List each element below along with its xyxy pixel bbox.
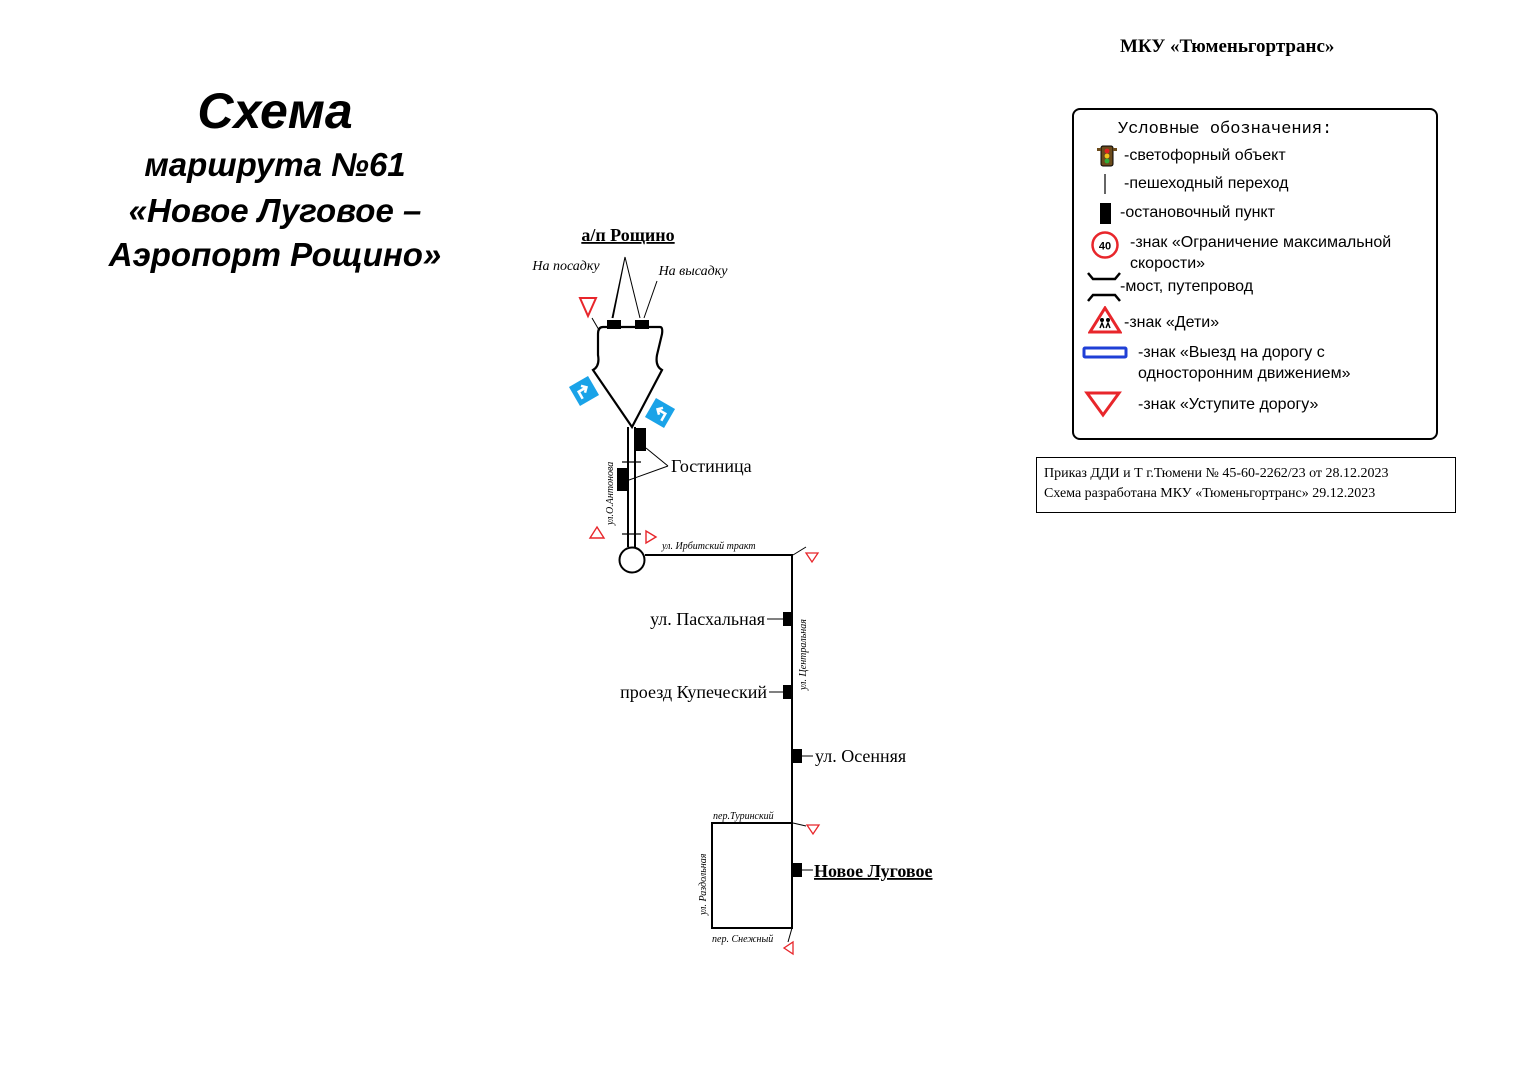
bus-stop-paskhalnaya [783, 612, 792, 626]
legend-box: Условные обозначения: -светофорный объек… [1072, 108, 1438, 440]
give-way-sign-irbitsky [804, 552, 820, 564]
give-way-sign-snezhny [782, 940, 794, 956]
legend-item-speed-limit: -знак «Ограничение максимальной скорости… [1130, 234, 1392, 272]
give-way-sign-roundabout-left [588, 525, 606, 539]
legend-item-bus-stop: -остановочный пункт [1120, 204, 1275, 221]
route-name-line2: Аэропорт Рощино» [108, 236, 442, 273]
street-label-irbitsky: ул. Ирбитский тракт [661, 541, 756, 552]
terminal-label-roshchino: а/п Рощино [581, 225, 674, 245]
children-sign-icon [1088, 306, 1122, 334]
street-label-antonova: ул.О.Антонова [605, 462, 616, 526]
legend-item-children: -знак «Дети» [1124, 314, 1220, 331]
alighting-callout [643, 280, 658, 319]
roundabout [618, 546, 646, 574]
terminal-label-novoe-lugovoe: Новое Луговое [814, 861, 932, 881]
organization-name: МКУ «Тюменьгортранс» [1120, 36, 1335, 57]
stop-label-kupechesky: проезд Купеческий [620, 682, 767, 702]
one-way-exit-sign-icon [1082, 346, 1128, 359]
street-label-turinsky: пер.Туринский [713, 811, 774, 822]
give-way-sign-icon [1084, 391, 1122, 418]
speed-limit-value: 40 [1099, 241, 1111, 253]
bridge-icon [1087, 272, 1121, 302]
stop-label-paskhalnaya: ул. Пасхальная [650, 609, 765, 629]
bus-stop-alighting [635, 320, 649, 329]
alighting-label: На высадку [658, 264, 729, 279]
terminal-loop-road [591, 325, 664, 430]
legend-title: Условные обозначения: [1118, 120, 1333, 139]
legend-item-crossing: -пешеходный переход [1124, 175, 1289, 192]
street-label-snezhny: пер. Снежный [712, 934, 773, 945]
speed-limit-sign-icon: 40 [1091, 231, 1119, 259]
order-note-box: Приказ ДДИ и Т г.Тюмени № 45-60-2262/23 … [1036, 457, 1456, 513]
bus-stop-gostinitsa-1 [634, 428, 646, 451]
bus-stop-osennyaya [793, 749, 802, 763]
terminal-loop-bottom [711, 822, 793, 929]
bus-stop-gostinitsa-2 [617, 468, 629, 491]
stop-label-osennyaya: ул. Осенняя [815, 746, 906, 766]
gostinitsa-callout [628, 447, 669, 481]
boarding-callout [611, 256, 641, 319]
turn-arrow-sign-left [568, 375, 600, 407]
order-note-line2: Схема разработана МКУ «Тюменьгортранс» 2… [1044, 486, 1376, 501]
route-name-line1: «Новое Луговое – [128, 192, 422, 229]
pedestrian-crossing-icon [1104, 174, 1106, 194]
bus-stop-kupechesky [783, 685, 792, 699]
bus-stop-icon [1100, 203, 1111, 224]
order-note-line1: Приказ ДДИ и Т г.Тюмени № 45-60-2262/23 … [1044, 466, 1389, 481]
legend-item-one-way: -знак «Выезд на дорогу с односторонним д… [1138, 344, 1351, 382]
legend-item-give-way: -знак «Уступите дорогу» [1138, 396, 1319, 413]
bus-stop-novoe-lugovoe [793, 863, 802, 877]
street-label-tsentralnaya: ул. Центральная [798, 619, 809, 691]
stop-label-gostinitsa: Гостиница [671, 456, 752, 476]
give-way-sign-turinsky [805, 824, 821, 836]
boarding-label: На посадку [531, 259, 600, 274]
bus-stop-boarding [607, 320, 621, 329]
turn-arrow-sign-right [644, 397, 676, 429]
traffic-light-icon [1097, 145, 1117, 167]
legend-item-bridge: -мост, путепровод [1120, 278, 1254, 295]
page-title: Схема [197, 83, 353, 139]
route-number: маршрута №61 [144, 146, 406, 183]
legend-item-traffic-light: -светофорный объект [1124, 147, 1286, 164]
give-way-sign-top [578, 297, 598, 319]
give-way-sign-roundabout-right [645, 529, 658, 545]
street-label-razdolnaya: ул. Раздольная [698, 853, 709, 916]
